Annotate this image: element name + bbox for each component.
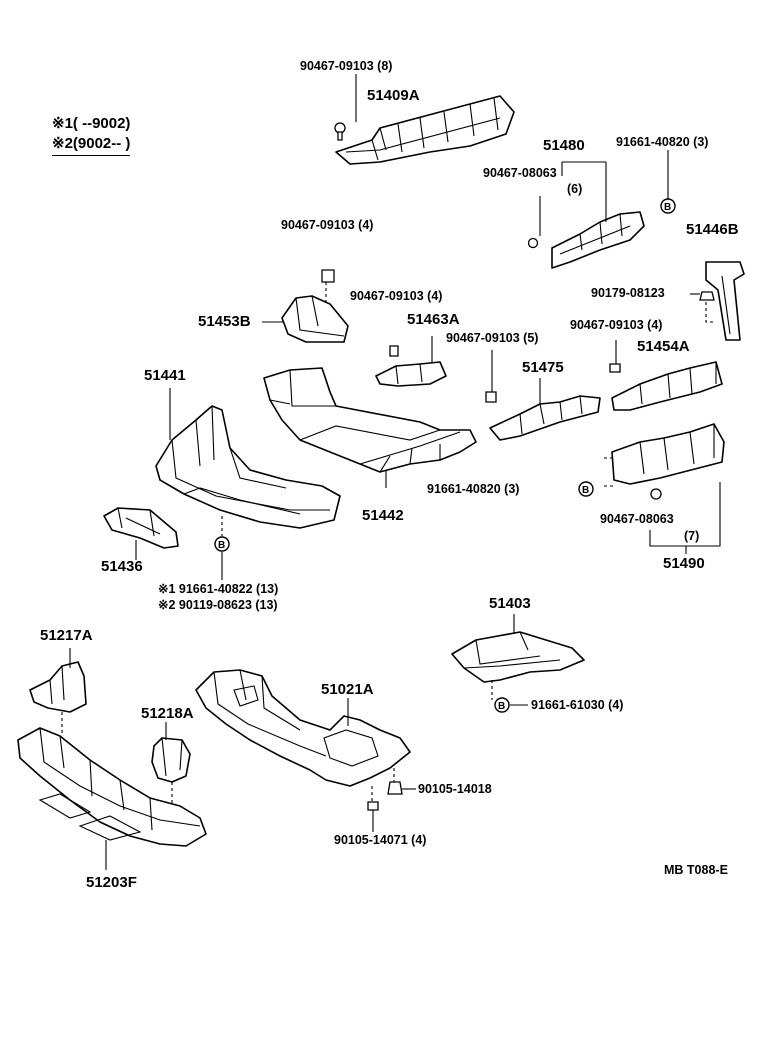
label-6: (6)	[567, 182, 583, 196]
part-51217a	[29, 648, 87, 736]
legend: ※1( --9002) ※2(9002-- )	[52, 114, 131, 156]
label-90467-09103-8: 90467-09103 (8)	[300, 59, 393, 73]
label-90105-14018: 90105-14018	[418, 782, 492, 796]
label-90467-09103-5: 90467-09103 (5)	[446, 331, 539, 345]
label-51403: 51403	[489, 595, 531, 612]
part-51480: B	[527, 150, 676, 269]
legend-row-2: ※2(9002-- )	[52, 134, 131, 156]
label-51490: 51490	[663, 555, 705, 572]
part-51021a	[195, 669, 416, 832]
part-51453b	[262, 269, 349, 343]
b-marker-1: B	[664, 202, 671, 213]
label-51203f: 51203F	[86, 874, 137, 891]
label-7: (7)	[684, 529, 700, 543]
label-51441: 51441	[144, 367, 186, 384]
label-91661-40820-3-top: 91661-40820 (3)	[616, 135, 709, 149]
b-marker-3: B	[218, 540, 225, 551]
part-51446b	[690, 261, 745, 341]
part-51463a	[375, 336, 447, 387]
label-90105-14071-4: 90105-14071 (4)	[334, 833, 427, 847]
label-diagram-code: MB T088-E	[664, 863, 728, 877]
label-51218a: 51218A	[141, 705, 194, 722]
b-marker-2: B	[582, 485, 589, 496]
part-51403: B	[451, 614, 585, 713]
label-51436: 51436	[101, 558, 143, 575]
part-51454a	[609, 340, 723, 411]
part-51203f	[17, 727, 207, 870]
label-90467-08063-b: 90467-08063	[600, 512, 674, 526]
label-51446b: 51446B	[686, 221, 739, 238]
label-51021a: 51021A	[321, 681, 374, 698]
label-91661-61030-4: 91661-61030 (4)	[531, 698, 624, 712]
label-90179-08123: 90179-08123	[591, 286, 665, 300]
part-51409a	[334, 74, 515, 165]
part-51475	[485, 350, 601, 441]
label-90467-09103-4-c: 90467-09103 (4)	[570, 318, 663, 332]
part-51218a	[151, 722, 191, 806]
legend-row-1: ※1( --9002)	[52, 115, 131, 132]
b-marker-4: B	[498, 701, 505, 712]
label-51442: 51442	[362, 507, 404, 524]
part-51436	[103, 507, 179, 560]
label-90467-08063: 90467-08063	[483, 166, 557, 180]
label-51454a: 51454A	[637, 338, 690, 355]
part-51442	[263, 367, 477, 488]
label-91661-40820-3-mid: 91661-40820 (3)	[427, 482, 520, 496]
part-51441: B	[155, 388, 341, 580]
label-51463a: 51463A	[407, 311, 460, 328]
label-51453b: 51453B	[198, 313, 251, 330]
label-51480: 51480	[543, 137, 585, 154]
label-note-1: ※1 91661-40822 (13)	[158, 582, 279, 596]
label-51475: 51475	[522, 359, 564, 376]
label-90467-09103-4-b: 90467-09103 (4)	[350, 289, 443, 303]
label-51217a: 51217A	[40, 627, 93, 644]
label-51409a: 51409A	[367, 87, 420, 104]
label-note-2: ※2 90119-08623 (13)	[158, 598, 278, 612]
part-51490: B	[578, 423, 725, 554]
label-90467-09103-4-a: 90467-09103 (4)	[281, 218, 374, 232]
